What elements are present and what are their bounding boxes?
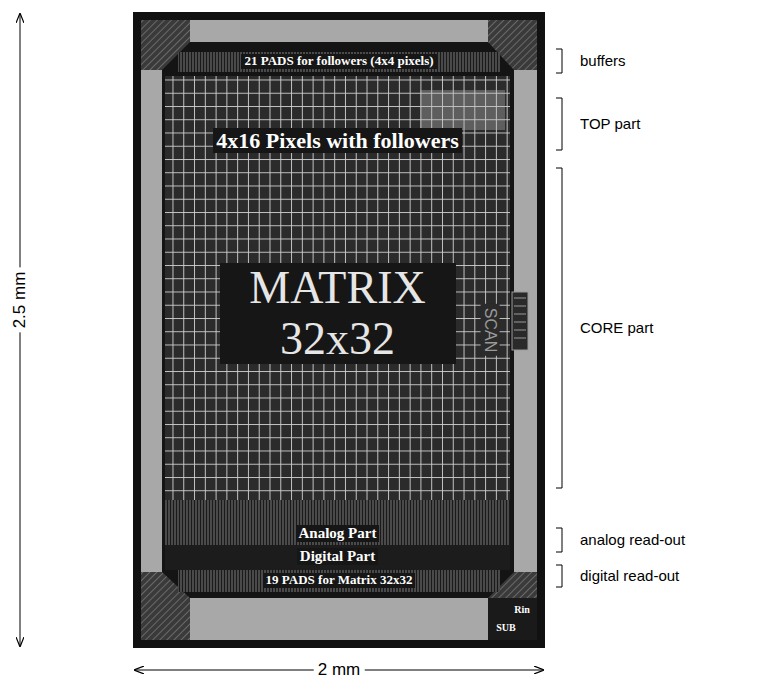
analog-band — [165, 500, 510, 545]
die-outline — [133, 12, 545, 648]
pad-strip — [178, 570, 500, 592]
pad-strip — [178, 52, 500, 72]
matrix-title: MATRIX 32x32 — [220, 263, 456, 364]
region-label: Digital Part — [297, 548, 378, 565]
corner-block — [488, 598, 537, 640]
part-name: digital read-out — [580, 567, 679, 585]
dimension-label: 2.5 mm — [10, 268, 30, 333]
part-name: TOP part — [580, 115, 640, 133]
analog-band: Analog Part — [165, 500, 510, 545]
bracket — [556, 565, 562, 587]
watermark: SCAN — [480, 304, 499, 356]
pixel-matrix — [165, 76, 510, 500]
region-label: 19 PADS for Matrix 32x32 — [263, 573, 416, 588]
part-name: buffers — [580, 52, 626, 70]
core-area — [162, 42, 514, 598]
pad-strip: 19 PADS for Matrix 32x32 — [178, 570, 500, 592]
side-block — [512, 292, 528, 350]
part-name: analog read-out — [580, 531, 685, 549]
region-label: Analog Part — [296, 525, 380, 542]
side-block-lines — [514, 298, 526, 338]
pixel-matrix: 4x16 Pixels with followersMATRIX 32x32 — [165, 76, 510, 500]
part-name: CORE part — [580, 319, 653, 337]
bracket — [556, 168, 562, 488]
digital-band: Digital Part — [165, 545, 510, 570]
digital-band — [165, 545, 510, 570]
pad-ring — [141, 20, 537, 640]
follower-pixels — [420, 90, 505, 130]
region-title: 4x16 Pixels with followers — [213, 128, 462, 153]
pin-name: SUB — [496, 622, 515, 634]
pin-name: Rin — [514, 604, 530, 616]
dimension-label: 2 mm — [314, 660, 365, 680]
region-label: 21 PADS for followers (4x4 pixels) — [241, 54, 436, 69]
pad-strip: 21 PADS for followers (4x4 pixels) — [178, 52, 500, 72]
bracket — [556, 49, 562, 73]
bracket — [556, 528, 562, 552]
bracket — [556, 98, 562, 150]
